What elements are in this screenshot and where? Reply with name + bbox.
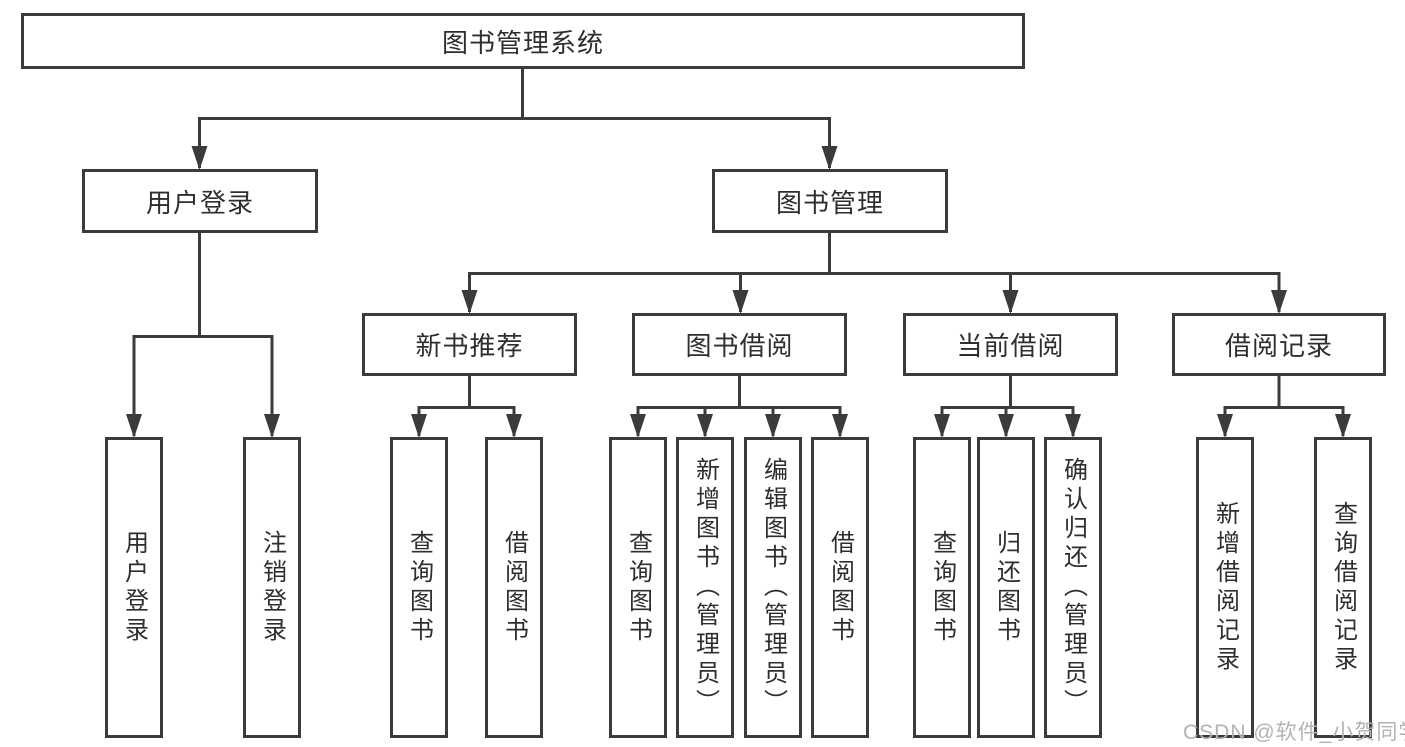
leaf-query-borrow-record-label: 查询借阅记录 xyxy=(1329,500,1357,675)
leaf-borrow-books-borrowing-label: 借阅图书 xyxy=(826,529,854,646)
leaf-user-login: 用户登录 xyxy=(105,437,163,738)
leaf-borrow-books-borrowing: 借阅图书 xyxy=(811,437,869,738)
node-user-login: 用户登录 xyxy=(82,169,318,233)
node-book-management-label: 图书管理 xyxy=(775,187,884,218)
node-borrow-records: 借阅记录 xyxy=(1172,313,1386,376)
leaf-confirm-return-admin-label: 确认归还（管理员） xyxy=(1059,457,1087,718)
node-new-book-recommend: 新书推荐 xyxy=(362,313,577,376)
leaf-edit-books-admin: 编辑图书（管理员） xyxy=(744,437,802,738)
leaf-borrow-books-recommend: 借阅图书 xyxy=(485,437,543,738)
leaf-query-books-borrowing-label: 查询图书 xyxy=(624,529,652,646)
leaf-add-books-admin-label: 新增图书（管理员） xyxy=(691,457,719,718)
leaf-query-books-recommend: 查询图书 xyxy=(390,437,448,738)
node-new-book-recommend-label: 新书推荐 xyxy=(415,331,524,361)
leaf-borrow-books-recommend-label: 借阅图书 xyxy=(500,529,528,646)
node-current-borrowing: 当前借阅 xyxy=(903,313,1118,376)
leaf-confirm-return-admin: 确认归还（管理员） xyxy=(1044,437,1102,738)
node-current-borrowing-label: 当前借阅 xyxy=(956,331,1065,361)
node-book-borrowing-label: 图书借阅 xyxy=(685,331,794,361)
csdn-watermark: CSDN @软件_小贺同学 xyxy=(1183,721,1405,744)
leaf-query-books-current: 查询图书 xyxy=(913,437,971,738)
leaf-logout: 注销登录 xyxy=(243,437,301,738)
leaf-edit-books-admin-label: 编辑图书（管理员） xyxy=(759,457,787,718)
leaf-query-books-borrowing: 查询图书 xyxy=(609,437,667,738)
node-user-login-label: 用户登录 xyxy=(145,187,254,218)
leaf-add-borrow-record: 新增借阅记录 xyxy=(1196,437,1254,738)
node-borrow-records-label: 借阅记录 xyxy=(1224,331,1333,361)
leaf-logout-label: 注销登录 xyxy=(258,529,286,646)
leaf-add-borrow-record-label: 新增借阅记录 xyxy=(1211,500,1239,675)
leaf-return-books-label: 归还图书 xyxy=(992,529,1020,646)
leaf-query-books-current-label: 查询图书 xyxy=(928,529,956,646)
leaf-query-books-recommend-label: 查询图书 xyxy=(405,529,433,646)
leaf-user-login-label: 用户登录 xyxy=(120,529,148,646)
leaf-return-books: 归还图书 xyxy=(977,437,1035,738)
node-book-management: 图书管理 xyxy=(712,169,948,233)
node-root: 图书管理系统 xyxy=(21,13,1025,69)
leaf-add-books-admin: 新增图书（管理员） xyxy=(676,437,734,738)
node-root-label: 图书管理系统 xyxy=(441,27,604,58)
node-book-borrowing: 图书借阅 xyxy=(632,313,847,376)
leaf-query-borrow-record: 查询借阅记录 xyxy=(1314,437,1372,738)
